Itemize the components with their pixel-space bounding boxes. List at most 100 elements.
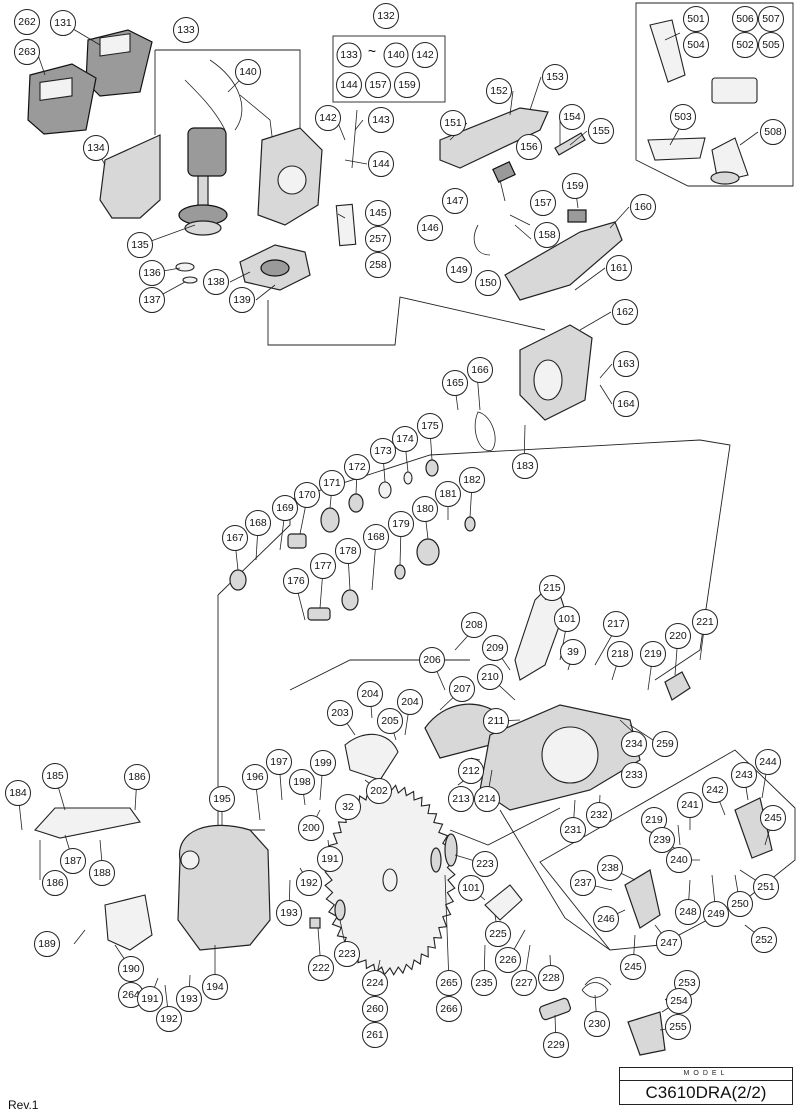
callout-number: 180: [416, 503, 434, 515]
armature-135: [178, 169, 228, 236]
callout-circle: [448, 786, 474, 812]
callout-number: 154: [563, 111, 581, 123]
callout-circle: [365, 200, 391, 226]
callout-number: 196: [246, 771, 264, 783]
callout-number: 239: [653, 834, 671, 846]
callout-186: 186: [124, 764, 150, 790]
callout-number: 503: [674, 111, 692, 123]
callout-circle: [753, 874, 779, 900]
callout-191: 191: [317, 846, 343, 872]
callout-circle: [597, 855, 623, 881]
callout-101: 101: [554, 606, 580, 632]
callout-number: 501: [687, 13, 705, 25]
callout-number: 150: [479, 277, 497, 289]
callout-circle: [365, 226, 391, 252]
callout-number: 213: [452, 793, 470, 805]
callout-number: 224: [366, 977, 384, 989]
callout-number: 250: [731, 898, 749, 910]
callout-number: 223: [338, 948, 356, 960]
callout-circle: [83, 135, 109, 161]
callout-number: 234: [625, 738, 643, 750]
callout-number: 209: [486, 642, 504, 654]
callout-circle: [296, 870, 322, 896]
callout-number: 178: [339, 545, 357, 557]
callout-circle: [294, 482, 320, 508]
callout-number: 191: [141, 993, 159, 1005]
gear-case-162: [519, 324, 593, 421]
callout-number: 157: [534, 197, 552, 209]
callout-circle: [612, 299, 638, 325]
callout-number: 193: [180, 993, 198, 1005]
callout-number: 153: [546, 71, 564, 83]
callout-number: 229: [547, 1039, 565, 1051]
callout-39: 39: [560, 639, 586, 665]
callout-circle: [242, 764, 268, 790]
revision-label: Rev.1: [8, 1098, 39, 1112]
callout-258: 258: [365, 252, 391, 278]
callout-circle: [173, 17, 199, 43]
callout-205: 205: [377, 708, 403, 734]
callout-circle: [516, 134, 542, 160]
callout-254: 254: [666, 988, 692, 1014]
screw-143: [351, 109, 358, 169]
callout-222: 222: [308, 955, 334, 981]
callout-241: 241: [677, 792, 703, 818]
callout-circle: [34, 931, 60, 957]
callout-circle: [472, 851, 498, 877]
callout-circle: [732, 32, 758, 58]
callout-circle: [630, 194, 656, 220]
shaft-229: [539, 997, 571, 1021]
callout-505: 505: [758, 32, 784, 58]
callout-number: 508: [764, 126, 782, 138]
callout-131: 131: [50, 10, 76, 36]
callout-number: 214: [478, 793, 496, 805]
callout-circle: [397, 689, 423, 715]
callout-number: 200: [302, 822, 320, 834]
callout-circle: [417, 215, 443, 241]
callout-number: 258: [369, 259, 387, 271]
callout-168: 168: [363, 524, 389, 550]
callout-502: 502: [732, 32, 758, 58]
callout-circle: [362, 996, 388, 1022]
callout-circle: [308, 955, 334, 981]
callout-circle: [327, 700, 353, 726]
callout-262: 262: [14, 9, 40, 35]
callout-number: 264: [122, 989, 140, 1001]
callout-number: 166: [471, 364, 489, 376]
handle-160: [504, 221, 623, 301]
callout-240: 240: [666, 847, 692, 873]
callout-circle: [542, 64, 568, 90]
callout-circle: [593, 906, 619, 932]
callout-136: 136: [139, 260, 165, 286]
callout-162: 162: [612, 299, 638, 325]
callout-209: 209: [482, 635, 508, 661]
callout-251: 251: [753, 874, 779, 900]
callout-circle: [310, 750, 336, 776]
callout-number: 241: [681, 799, 699, 811]
callout-169: 169: [272, 495, 298, 521]
callout-135: 135: [127, 232, 153, 258]
callout-number: 253: [678, 977, 696, 989]
callout-circle: [363, 524, 389, 550]
callout-circle: [362, 970, 388, 996]
callout-number: 142: [319, 112, 337, 124]
callout-152: 152: [486, 78, 512, 104]
callout-244: 244: [755, 749, 781, 775]
callout-circle: [245, 510, 271, 536]
callout-number: 204: [361, 688, 379, 700]
callout-circle: [222, 525, 248, 551]
callout-circle: [760, 119, 786, 145]
battery-pack-131: [85, 29, 153, 97]
housing-half-140: [257, 127, 323, 226]
callout-237: 237: [570, 870, 596, 896]
cover-190: [104, 894, 153, 951]
callout-circle: [357, 681, 383, 707]
label-145: [335, 203, 357, 247]
callout-number: 159: [398, 79, 416, 91]
callout-158: 158: [534, 222, 560, 248]
callout-number: 175: [421, 420, 439, 432]
callout-number: 233: [625, 769, 643, 781]
callout-circle: [14, 9, 40, 35]
callout-circle: [442, 370, 468, 396]
callout-245: 245: [760, 805, 786, 831]
